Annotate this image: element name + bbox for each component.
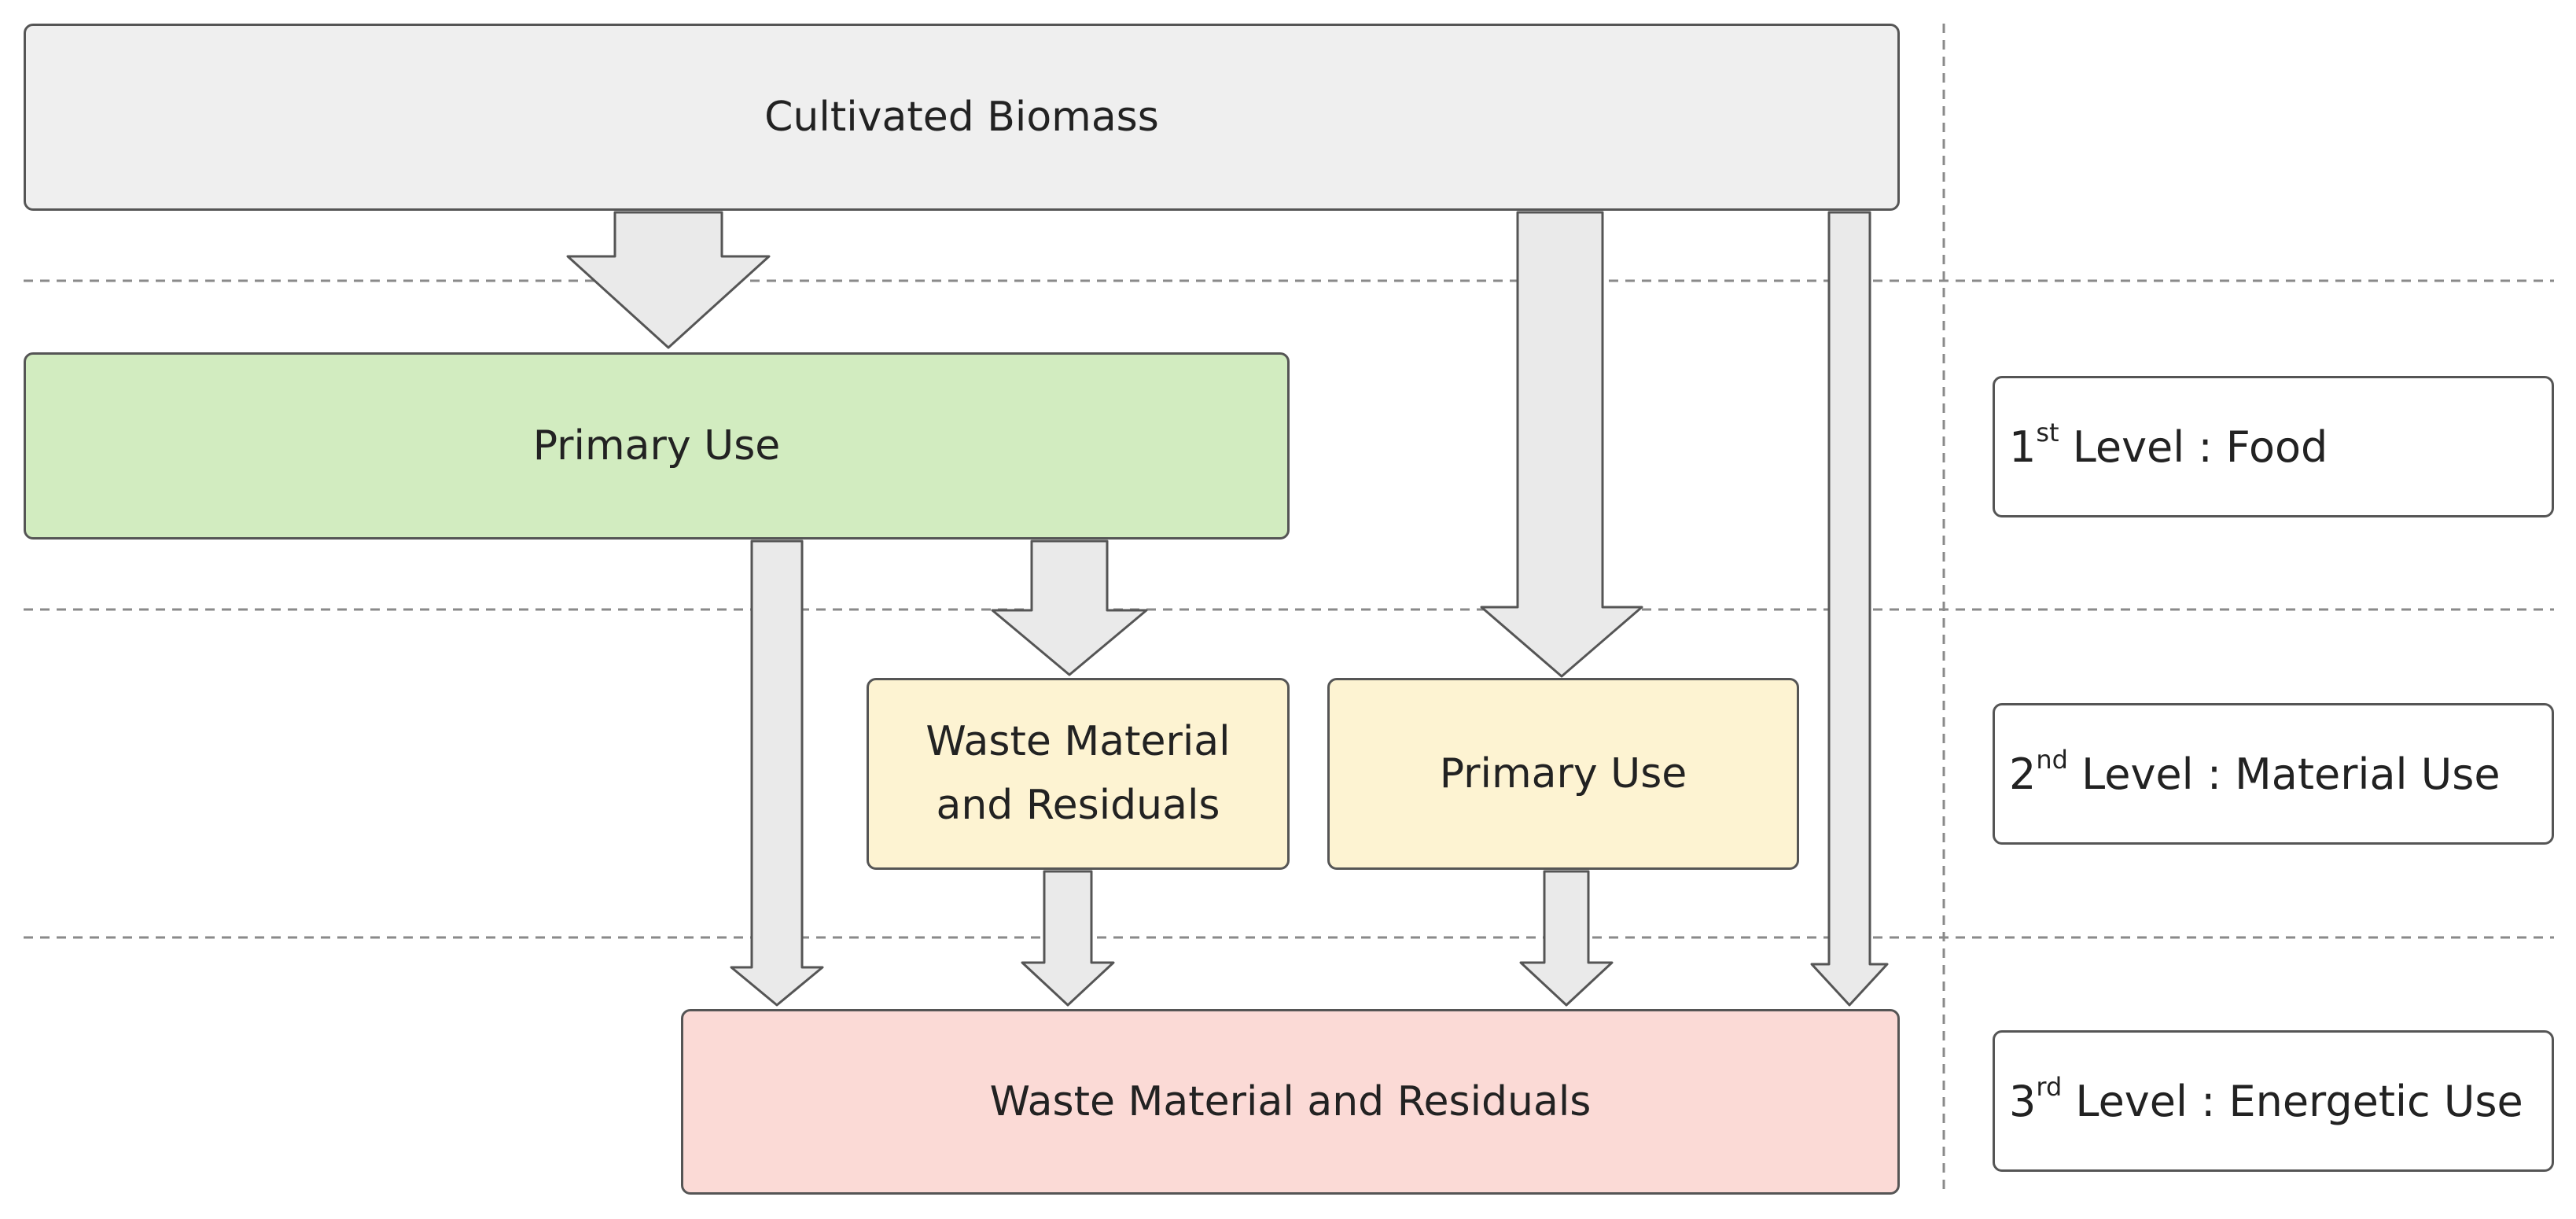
level-energetic-number: 3 (2009, 1076, 2037, 1126)
waste-material-material-label: Waste Material and Residuals (926, 710, 1230, 837)
arrow-biomass-to-energetic (1810, 211, 1889, 1007)
level-food-label: Level : Food (2059, 422, 2328, 472)
level-energetic-suffix: rd (2036, 1072, 2063, 1102)
primary-use-food-label: Primary Use (532, 422, 781, 470)
arrow-food-to-waste (991, 540, 1148, 676)
level-material-number: 2 (2009, 749, 2037, 799)
primary-use-material-box: Primary Use (1327, 678, 1799, 870)
cultivated-biomass-label: Cultivated Biomass (764, 93, 1159, 141)
arrow-material-to-energetic (1519, 870, 1614, 1007)
primary-use-material-label: Primary Use (1439, 749, 1687, 797)
arrow-biomass-to-food (566, 211, 771, 349)
arrow-biomass-to-material (1480, 211, 1643, 678)
waste-material-energetic-label: Waste Material and Residuals (989, 1077, 1592, 1125)
arrow-waste-to-energetic (1021, 870, 1115, 1007)
arrow-food-to-energetic (730, 540, 824, 1007)
waste-material-material-box: Waste Material and Residuals (867, 678, 1290, 870)
level-food-number: 1 (2009, 422, 2037, 472)
level-energetic-label: Level : Energetic Use (2062, 1076, 2523, 1126)
waste-material-line-1: Waste Material (926, 718, 1231, 766)
level-material-suffix: nd (2036, 745, 2068, 775)
waste-material-energetic-box: Waste Material and Residuals (681, 1009, 1900, 1195)
primary-use-food-box: Primary Use (24, 352, 1290, 540)
cultivated-biomass-box: Cultivated Biomass (24, 24, 1900, 211)
level-food-suffix: st (2036, 418, 2059, 447)
waste-material-line-2: and Residuals (936, 782, 1220, 829)
level-material-label: Level : Material Use (2067, 749, 2501, 799)
